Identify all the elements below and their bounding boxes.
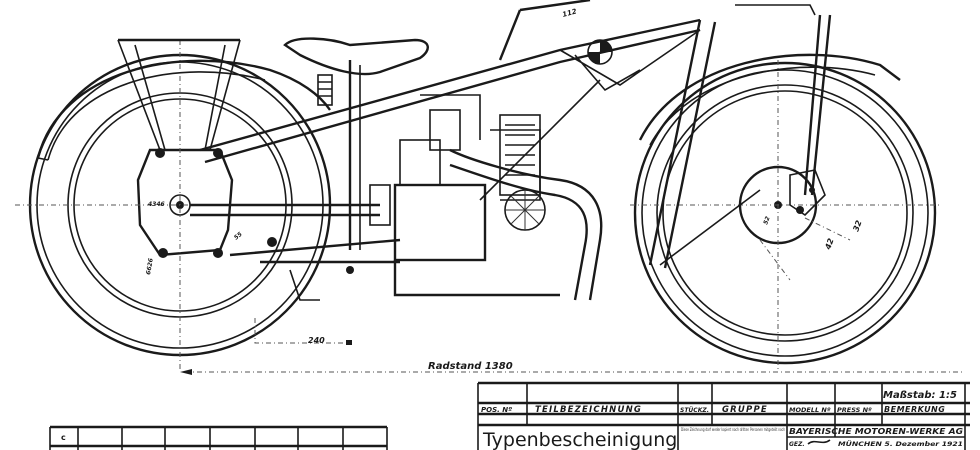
drawn-by-label: GEZ. [789,441,805,448]
place-date: MÜNCHEN 5. Dezember 1921 [838,441,963,448]
dim-240: 240 [308,336,325,345]
exhaust-pipe [449,148,603,301]
dim-112: 112 [561,7,577,19]
header-remark: BEMERKUNG [884,405,945,414]
header-part-name: TEILBEZEICHNUNG [535,405,642,415]
revision-table [49,425,388,450]
saddle [283,37,429,106]
scale-label: Maßstab: 1:5 [883,390,957,401]
dimension-lines [180,217,965,375]
drawn-by-signature [807,439,831,445]
front-fender [638,4,901,269]
header-pos: POS. Nº [481,406,512,414]
company-name: BAYERISCHE MOTOREN-WERKE AG [789,427,963,436]
rear-brake-label: 55 [233,231,244,242]
front-wheel [630,60,940,370]
header-group: GRUPPE [722,405,768,415]
front-hub-label: 52 [762,215,771,225]
header-model-no: MODELL Nº [789,406,831,414]
front-dim-32: 32 [851,219,863,233]
engine [369,79,603,301]
copyright-notice: Diese Zeichnung darf weder kopiert noch … [681,427,785,432]
rear-fender [36,38,331,161]
header-quantity: STÜCKZ. [680,407,709,414]
revision-row-label: c [61,433,66,442]
document-title: Typenbescheinigung [482,429,677,450]
dim-wheelbase: Radstand 1380 [428,361,513,372]
header-press-no: PRESS Nº [837,406,872,414]
frame [190,0,701,301]
title-block [477,381,970,450]
rear-hub-label: 4346 [148,201,165,208]
front-dim-42: 42 [823,237,836,252]
rear-tyre-label: 6626 [145,258,155,276]
front-fork [648,14,832,269]
